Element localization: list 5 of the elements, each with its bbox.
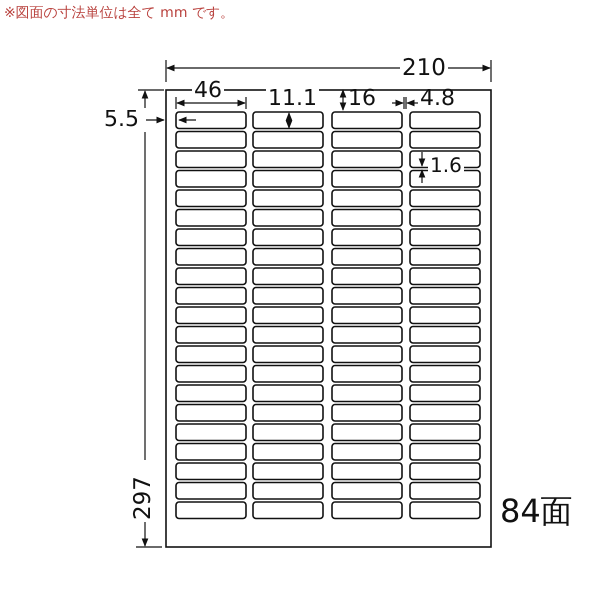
- note-text: ※図面の寸法単位は全て mm です。: [4, 6, 234, 20]
- dimension-label: 1.6: [428, 155, 464, 175]
- dimension-label: 297: [132, 476, 155, 520]
- label-count: 84面: [500, 495, 573, 527]
- dimension-label: 5.5: [104, 109, 139, 131]
